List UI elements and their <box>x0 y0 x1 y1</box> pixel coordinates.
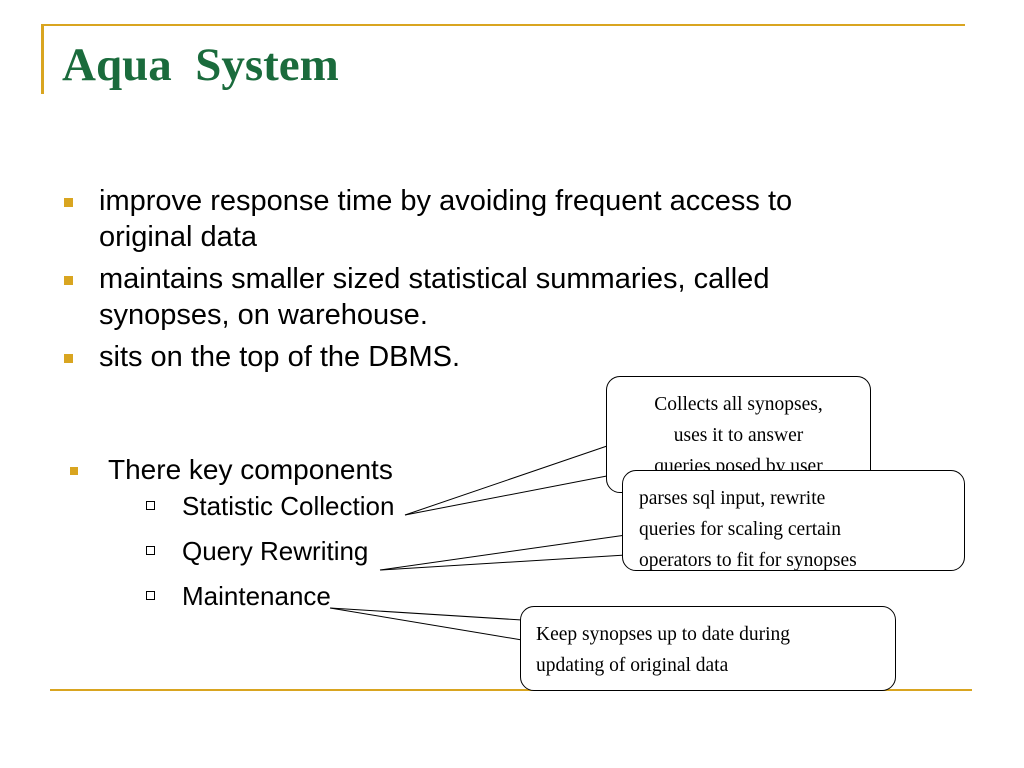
bullet-item: maintains smaller sized statistical summ… <box>62 261 962 333</box>
leader-statistic-collection <box>404 444 611 516</box>
square-bullet-icon <box>64 354 73 363</box>
bullet-text-line: original data <box>99 221 257 253</box>
bullet-text-line: improve response time by avoiding freque… <box>99 185 793 217</box>
frame-bottom-line <box>50 689 972 691</box>
square-bullet-icon <box>70 467 78 475</box>
bullet-text-line: maintains smaller sized statistical summ… <box>99 263 770 295</box>
callout-text-line: queries for scaling certain <box>639 519 841 540</box>
component-label: Query Rewriting <box>182 536 369 566</box>
callout-text-line: uses it to answer <box>673 425 804 446</box>
callout-query-rewriting: parses sql input, rewrite queries for sc… <box>622 470 965 571</box>
components-heading: There key components Statistic Collectio… <box>70 452 394 625</box>
square-bullet-icon <box>64 276 73 285</box>
square-bullet-icon <box>64 198 73 207</box>
bullet-text-line: sits on the top of the DBMS. <box>99 341 461 373</box>
components-list: There key components Statistic Collectio… <box>70 452 394 625</box>
hollow-square-bullet-icon <box>146 546 155 555</box>
hollow-square-bullet-icon <box>146 501 155 510</box>
bullet-list: improve response time by avoiding freque… <box>62 183 962 381</box>
slide-title: Aqua System <box>62 39 339 91</box>
leader-statistic-collection <box>404 474 613 516</box>
component-item: Statistic Collection <box>144 490 394 535</box>
leader-query-rewriting <box>379 554 627 571</box>
components-heading-text: There key components <box>108 454 393 485</box>
frame-top-line <box>41 24 965 26</box>
component-label: Maintenance <box>182 581 331 611</box>
bullet-item: sits on the top of the DBMS. <box>62 339 962 375</box>
components-sublist: Statistic Collection Query Rewriting Mai… <box>108 490 394 625</box>
callout-text-line: Collects all synopses, <box>654 394 823 415</box>
component-item: Query Rewriting <box>144 535 394 580</box>
component-item: Maintenance <box>144 580 394 625</box>
callout-maintenance: Keep synopses up to date during updating… <box>520 606 896 691</box>
leader-query-rewriting <box>379 534 627 571</box>
hollow-square-bullet-icon <box>146 591 155 600</box>
component-label: Statistic Collection <box>182 491 395 521</box>
callout-text-line: operators to fit for synopses <box>639 550 857 571</box>
callout-text-line: parses sql input, rewrite <box>639 488 826 509</box>
callout-text-line: Keep synopses up to date during <box>536 624 790 645</box>
frame-left-line <box>41 24 44 94</box>
bullet-text-line: synopses, on warehouse. <box>99 299 428 331</box>
callout-text-line: updating of original data <box>536 655 729 676</box>
bullet-item: improve response time by avoiding freque… <box>62 183 962 255</box>
